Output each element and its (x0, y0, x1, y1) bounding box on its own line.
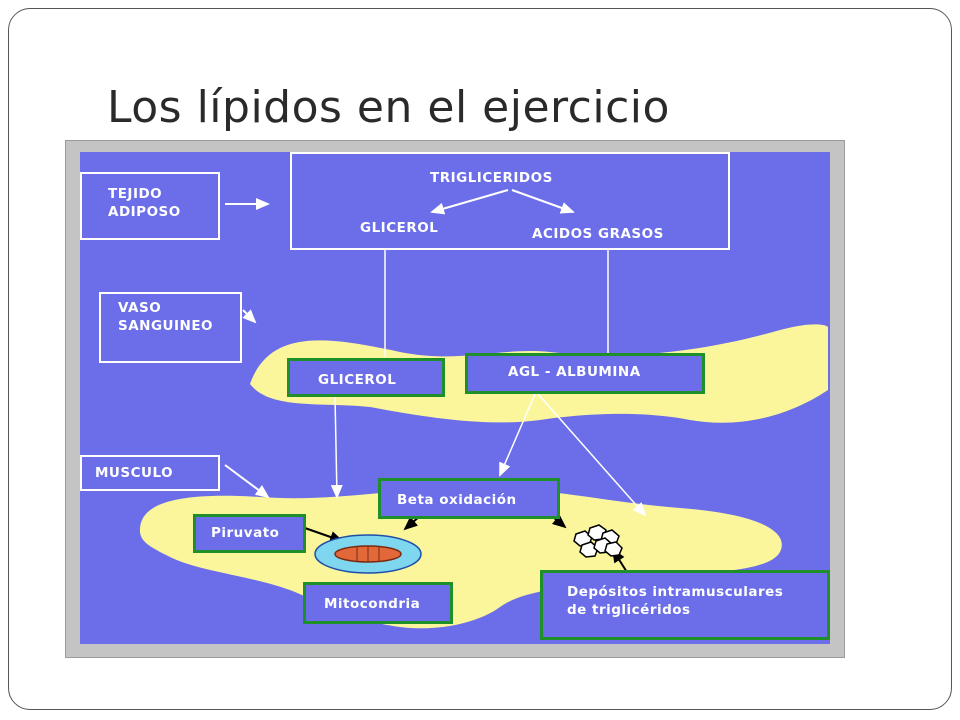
label-musculo: MUSCULO (95, 465, 174, 481)
deposits-box (540, 570, 830, 640)
label-glicerol-top: GLICEROL (360, 220, 439, 236)
muscle-box (80, 455, 220, 491)
label-depositos: Depósitos intramusculares de triglicérid… (567, 584, 784, 618)
blood-vessel-box (99, 292, 242, 363)
arrow-agl-to-deposits (537, 393, 647, 517)
label-vaso-sanguineo: VASO SANGUINEO (118, 300, 214, 334)
arrow-glycerol-to-muscle (330, 395, 343, 499)
beta-oxidation-box (378, 478, 560, 519)
triglyceride-droplets (573, 524, 623, 558)
label-piruvato: Piruvato (211, 525, 280, 541)
label-trigliceridos: TRIGLICERIDOS (430, 170, 553, 186)
adipose-tissue-box (80, 172, 220, 240)
label-glicerol-vessel: GLICEROL (318, 372, 397, 388)
triglycerides-box (290, 152, 730, 250)
mitochondria-box (303, 582, 453, 624)
arrow-agl-to-beta-oxidation (499, 393, 536, 477)
slide-frame (8, 8, 952, 710)
label-agl-albumina: AGL - ALBUMINA (508, 364, 641, 380)
slide-title: Los lípidos en el ejercicio (107, 82, 670, 133)
label-tejido-adiposo: TEJIDO ADIPOSO (108, 186, 181, 220)
glycerol-vessel-box (287, 358, 445, 397)
label-mitocondria: Mitocondria (324, 596, 421, 612)
arrow-triglycerides-to-fatty-acids (511, 189, 575, 214)
lipid-exercise-diagram: TEJIDO ADIPOSO TRIGLICERIDOS GLICEROL AC… (80, 152, 830, 644)
arrow-triglycerides-to-glycerol (430, 189, 509, 215)
arrow-muscle-label (224, 464, 270, 499)
agl-albumina-box (465, 353, 705, 394)
label-acidos-grasos: ACIDOS GRASOS (532, 226, 664, 242)
pyruvate-box (193, 514, 306, 553)
label-beta-oxidacion: Beta oxidación (397, 492, 517, 508)
arrow-vessel-label (242, 309, 257, 324)
